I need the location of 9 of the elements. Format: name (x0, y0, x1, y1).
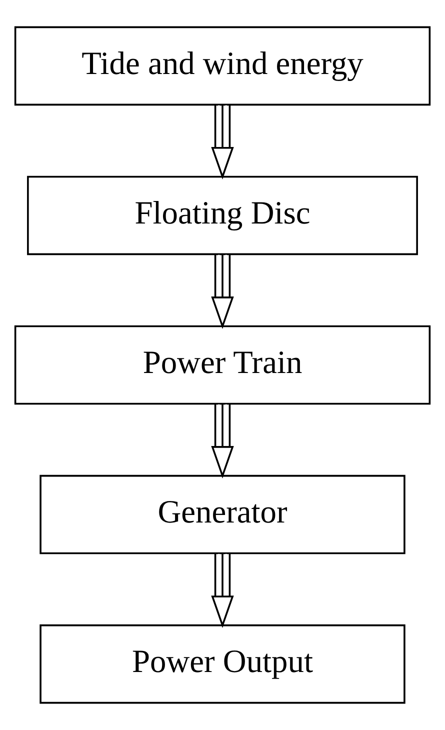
node-box: Power Train (14, 325, 431, 405)
node-box: Generator (40, 474, 406, 554)
arrow (211, 554, 234, 628)
node-box: Tide and wind energy (14, 26, 431, 106)
arrow (211, 254, 234, 329)
node-box: Power Output (40, 624, 406, 704)
node-box: Floating Disc (27, 176, 418, 256)
arrow (211, 404, 234, 478)
arrow (211, 105, 234, 180)
